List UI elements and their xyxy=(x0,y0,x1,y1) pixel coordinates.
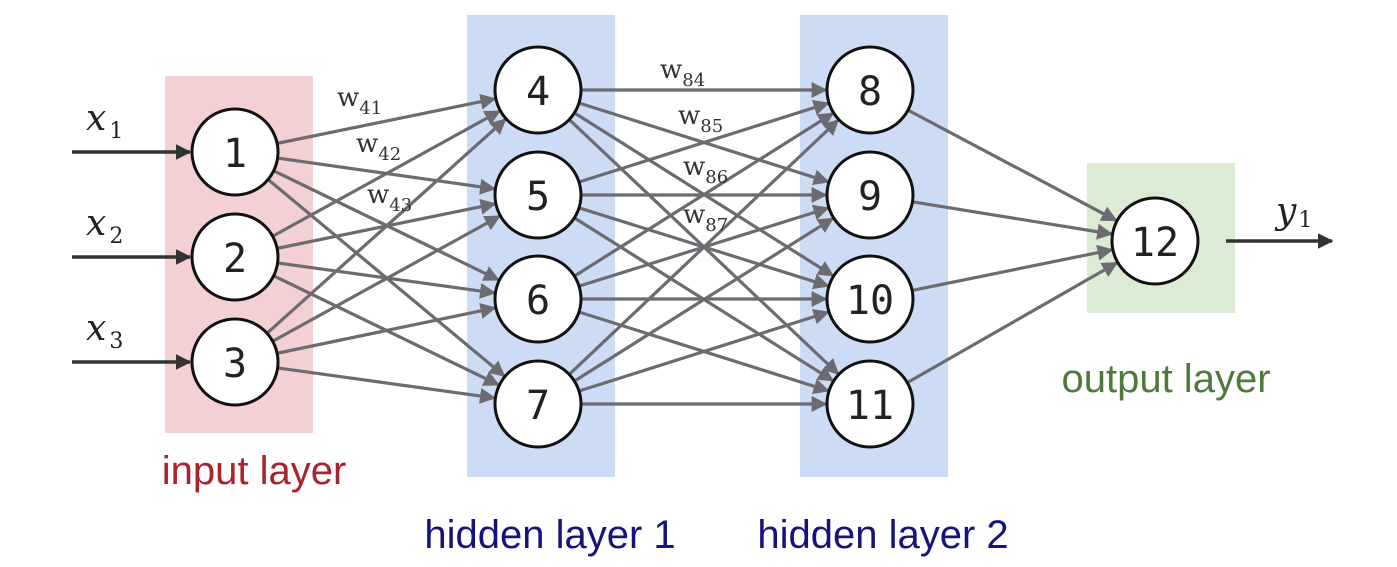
neuron-label: 2 xyxy=(223,236,247,282)
edge-7-10 xyxy=(578,308,830,393)
edge-3-6 xyxy=(276,303,497,355)
neuron-label: 10 xyxy=(846,278,894,324)
neuron-6: 6 xyxy=(493,254,583,344)
edge-5-8 xyxy=(578,99,830,184)
weight-labels: w41 w42 w43 w84 w85 w86 w87 xyxy=(337,55,728,236)
edge-3-4 xyxy=(265,118,507,335)
neuron-circle xyxy=(493,359,583,449)
neuron-label: 12 xyxy=(1131,220,1179,266)
edge-3-7 xyxy=(277,366,497,404)
neuron-label: 9 xyxy=(858,174,882,220)
neuron-3: 3 xyxy=(190,317,280,407)
neuron-7: 7 xyxy=(493,359,583,449)
output-layer-label: output layer xyxy=(1061,357,1270,401)
edge-1-4 xyxy=(276,93,497,145)
neuron-circle xyxy=(825,359,915,449)
neuron-label: 6 xyxy=(526,278,550,324)
weight-label-w43: w43 xyxy=(367,180,412,216)
neuron-label: 8 xyxy=(858,69,882,115)
neuron-circle xyxy=(493,45,583,135)
neuron-label: 7 xyxy=(526,383,550,429)
neuron-circle xyxy=(190,212,280,302)
edge-9-12 xyxy=(912,200,1114,240)
neuron-10: 10 xyxy=(825,254,915,344)
neuron-circle xyxy=(825,254,915,344)
weight-label-w86: w86 xyxy=(683,152,728,188)
edge-7-9 xyxy=(573,217,835,383)
edge-3-5 xyxy=(271,214,501,343)
neuron-circle xyxy=(825,150,915,240)
neuron-circle xyxy=(190,107,280,197)
weight-label-w84: w84 xyxy=(660,55,705,91)
neuron-circle xyxy=(1110,196,1200,286)
weight-label-w41: w41 xyxy=(337,83,382,119)
connections xyxy=(265,82,1119,412)
neuron-4: 4 xyxy=(493,45,583,135)
neuron-11: 11 xyxy=(825,359,915,449)
neuron-label: 5 xyxy=(526,174,550,220)
edge-11-12 xyxy=(906,261,1119,385)
neuron-circle xyxy=(493,254,583,344)
neuron-12: 12 xyxy=(1110,196,1200,286)
neuron-8: 8 xyxy=(825,45,915,135)
neuron-1: 1 xyxy=(190,107,280,197)
neuron-circle xyxy=(190,317,280,407)
neuron-label: 11 xyxy=(846,383,894,429)
neuron-circle xyxy=(493,150,583,240)
neuron-9: 9 xyxy=(825,150,915,240)
edge-2-4 xyxy=(271,109,501,238)
edge-6-8 xyxy=(573,112,835,278)
weight-label-w85: w85 xyxy=(678,101,723,137)
weight-label-w42: w42 xyxy=(356,129,401,165)
edge-10-12 xyxy=(911,244,1114,292)
edge-8-12 xyxy=(907,108,1118,222)
neuron-5: 5 xyxy=(493,150,583,240)
edge-7-8 xyxy=(568,119,840,376)
input-layer-label: input layer xyxy=(162,449,347,493)
neuron-label: 4 xyxy=(526,69,550,115)
weight-label-w87: w87 xyxy=(683,200,728,236)
hidden-layer-2-label: hidden layer 2 xyxy=(757,513,1008,557)
neuron-circle xyxy=(825,45,915,135)
neuron-2: 2 xyxy=(190,212,280,302)
output-variable-label: y1 xyxy=(1274,191,1312,233)
neuron-label: 3 xyxy=(223,341,247,387)
hidden-layer-1-label: hidden layer 1 xyxy=(424,513,675,557)
neuron-label: 1 xyxy=(223,131,247,177)
